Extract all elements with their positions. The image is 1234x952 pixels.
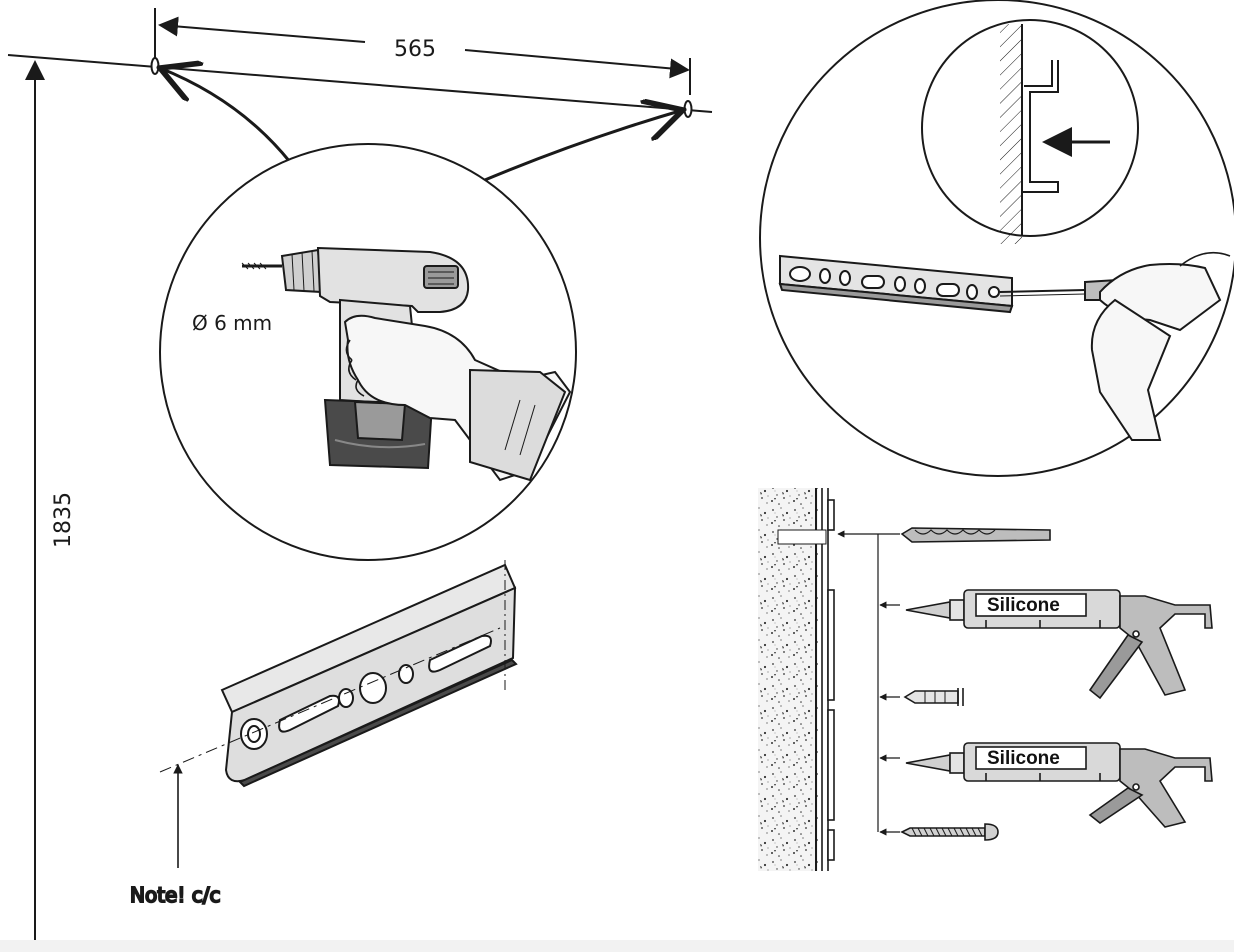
center-distance-note: Note! c/c [130, 883, 220, 907]
wall-plug-icon [903, 688, 964, 706]
silicone-gun-top-icon [905, 589, 1213, 700]
silicone-label-bottom: Silicone [987, 748, 1060, 769]
rail-with-screwdriver [778, 251, 1231, 441]
wall-reference-line [7, 54, 713, 113]
rail-holes [240, 634, 492, 750]
mounting-height-dimension: 1835 [25, 60, 76, 940]
wall-cross-section [758, 488, 835, 871]
drill-hole-right [683, 100, 693, 118]
screw-icon [900, 823, 999, 841]
hole-spacing-dimension: 565 [154, 8, 691, 95]
wall-hook-inset [921, 19, 1139, 244]
wall-rail-segments [827, 499, 835, 861]
rail-screw-detail-circle [759, 0, 1234, 477]
silicone-label-top: Silicone [987, 595, 1060, 616]
installation-step-guides [837, 530, 900, 836]
mounting-rail: Note! c/c [129, 560, 518, 908]
drill-detail-circle: Ø 6 mm [159, 143, 577, 561]
drill-diameter-label: Ø 6 mm [192, 311, 272, 335]
hole-spacing-label: 565 [394, 37, 436, 62]
footer-band [0, 940, 1234, 952]
drill-bit-icon [900, 527, 1051, 543]
drill-icon [241, 246, 572, 482]
mounting-height-label: 1835 [51, 492, 76, 548]
drill-pointer-curves [160, 68, 683, 184]
drill-hole-left [150, 57, 160, 75]
silicone-gun-bottom-icon [905, 742, 1213, 828]
